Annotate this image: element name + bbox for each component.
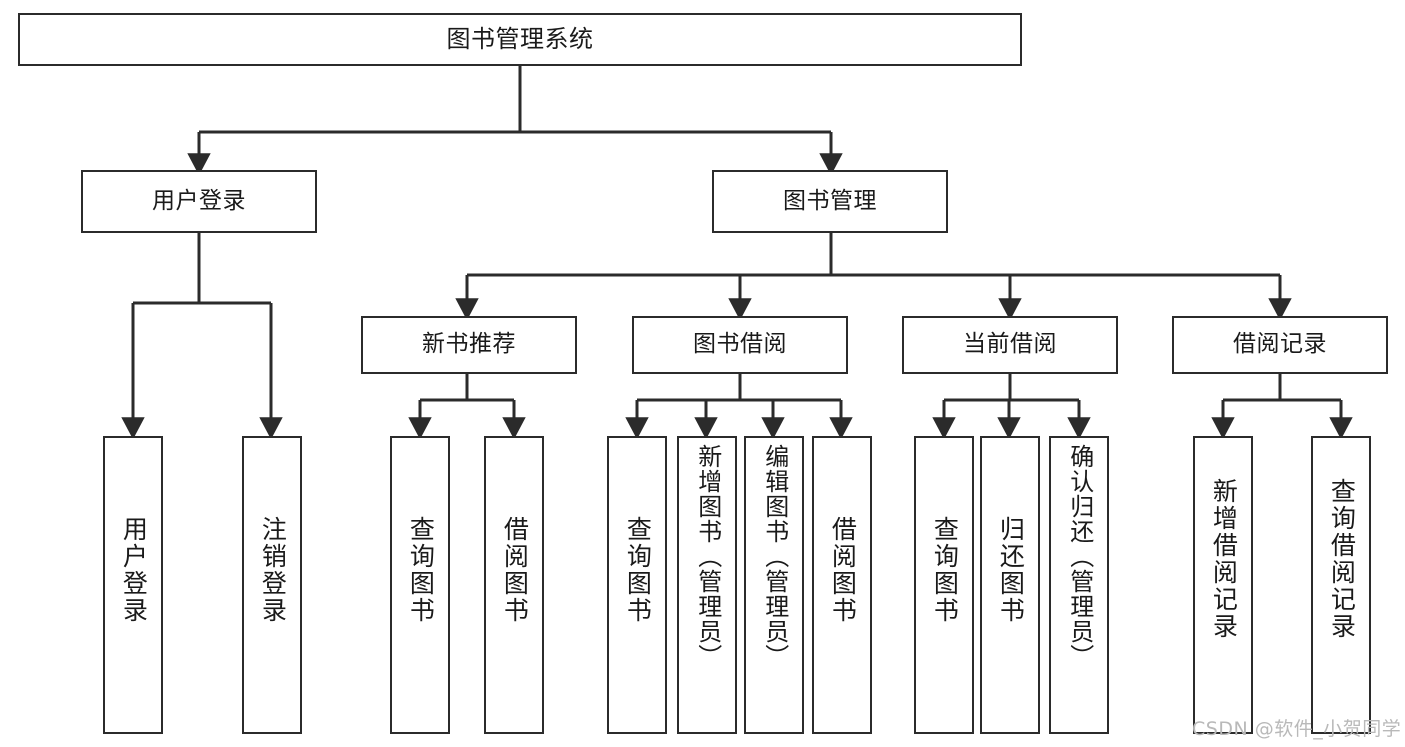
node-new-book-recommend[interactable]: 新书推荐	[361, 316, 577, 374]
node-leaf-query-book-1[interactable]: 查询图书	[390, 436, 450, 734]
node-book-borrow-label: 图书借阅	[693, 331, 787, 358]
node-current-borrow[interactable]: 当前借阅	[902, 316, 1118, 374]
node-leaf-confirm-return-label: 确认归还（管理员）	[1065, 444, 1094, 669]
node-book-manage[interactable]: 图书管理	[712, 170, 948, 233]
node-user-login-label: 用户登录	[152, 187, 246, 214]
node-leaf-query-book-1-label: 查询图书	[406, 516, 436, 624]
node-root-label: 图书管理系统	[446, 25, 594, 54]
node-leaf-add-book[interactable]: 新增图书（管理员）	[677, 436, 737, 734]
node-borrow-record[interactable]: 借阅记录	[1172, 316, 1388, 374]
node-book-borrow[interactable]: 图书借阅	[632, 316, 848, 374]
node-leaf-add-book-label: 新增图书（管理员）	[693, 444, 722, 669]
node-leaf-borrow-book-2[interactable]: 借阅图书	[812, 436, 872, 734]
node-leaf-query-record[interactable]: 查询借阅记录	[1311, 436, 1371, 734]
node-leaf-edit-book[interactable]: 编辑图书（管理员）	[744, 436, 804, 734]
node-leaf-query-book-2-label: 查询图书	[623, 516, 653, 624]
node-leaf-query-record-label: 查询借阅记录	[1327, 478, 1357, 640]
node-leaf-add-record[interactable]: 新增借阅记录	[1193, 436, 1253, 734]
csdn-watermark: CSDN @软件_小贺同学	[1192, 718, 1402, 740]
node-leaf-edit-book-label: 编辑图书（管理员）	[760, 444, 789, 669]
node-leaf-confirm-return[interactable]: 确认归还（管理员）	[1049, 436, 1109, 734]
node-new-book-recommend-label: 新书推荐	[422, 331, 516, 358]
node-user-login[interactable]: 用户登录	[81, 170, 317, 233]
node-leaf-borrow-book-1-label: 借阅图书	[500, 516, 530, 624]
node-leaf-user-logout[interactable]: 注销登录	[242, 436, 302, 734]
node-leaf-user-login-label: 用户登录	[119, 516, 149, 624]
node-book-manage-label: 图书管理	[783, 187, 877, 214]
node-leaf-return-book-label: 归还图书	[996, 516, 1026, 624]
node-leaf-query-book-3-label: 查询图书	[930, 516, 960, 624]
node-leaf-user-login[interactable]: 用户登录	[103, 436, 163, 734]
node-borrow-record-label: 借阅记录	[1233, 331, 1327, 358]
node-leaf-query-book-3[interactable]: 查询图书	[914, 436, 974, 734]
node-leaf-query-book-2[interactable]: 查询图书	[607, 436, 667, 734]
node-current-borrow-label: 当前借阅	[963, 331, 1057, 358]
node-leaf-borrow-book-1[interactable]: 借阅图书	[484, 436, 544, 734]
node-leaf-user-logout-label: 注销登录	[258, 516, 288, 624]
node-leaf-return-book[interactable]: 归还图书	[980, 436, 1040, 734]
node-root[interactable]: 图书管理系统	[18, 13, 1022, 66]
node-leaf-borrow-book-2-label: 借阅图书	[828, 516, 858, 624]
node-leaf-add-record-label: 新增借阅记录	[1209, 478, 1239, 640]
